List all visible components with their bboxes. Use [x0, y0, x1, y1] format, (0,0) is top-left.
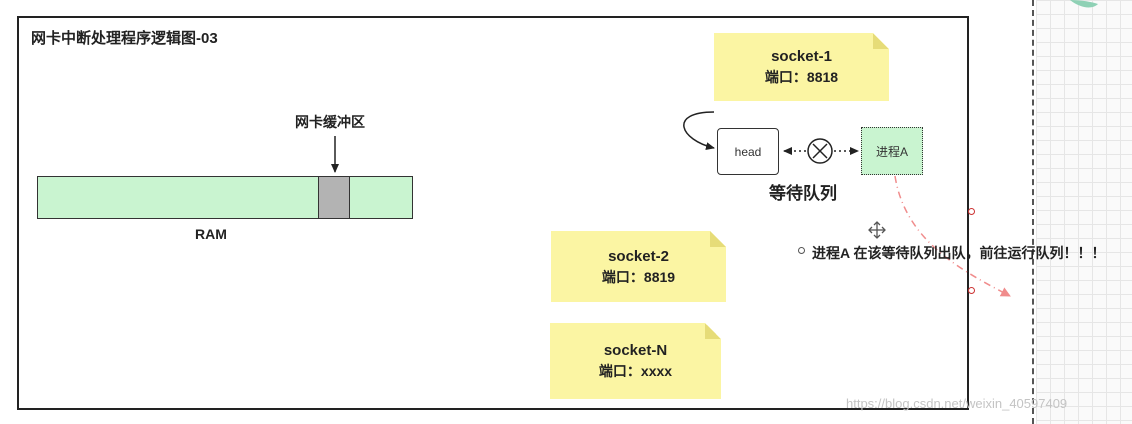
- wait-queue-label: 等待队列: [769, 184, 837, 203]
- queue-head-label: head: [734, 144, 762, 159]
- process-a-label: 进程A: [875, 144, 908, 159]
- dequeue-arrow: [894, 175, 1011, 297]
- decorative-leaf: [1070, 0, 1098, 8]
- move-cursor-icon: [868, 221, 886, 239]
- nic-buffer-label: 网卡缓冲区: [295, 114, 365, 130]
- selection-handle-top[interactable]: [968, 208, 975, 215]
- socket-n-name: socket-N: [603, 342, 668, 359]
- socket-n-port: 端口：xxxx: [598, 363, 673, 379]
- socket-2-note[interactable]: socket-2 端口：8819: [551, 231, 726, 302]
- canvas-grid-background: [1036, 0, 1132, 424]
- socket-1-note[interactable]: socket-1 端口：8818: [714, 33, 889, 101]
- dequeue-message: 进程A 在该等待队列出队，前往运行队列！！！: [812, 245, 1106, 261]
- socket-2-port: 端口：8819: [601, 268, 676, 285]
- diagram-title: 网卡中断处理程序逻辑图-03: [31, 30, 218, 47]
- message-bullet: [798, 247, 805, 254]
- socket-to-head-arrow: [683, 111, 715, 151]
- queue-head-node[interactable]: head: [717, 128, 779, 175]
- socket-2-name: socket-2: [608, 247, 669, 265]
- ram-bar[interactable]: [37, 176, 413, 219]
- selection-handle-bottom[interactable]: [968, 287, 975, 294]
- socket-1-name: socket-1: [771, 48, 832, 65]
- process-a-node[interactable]: 进程A: [861, 127, 923, 175]
- ram-label: RAM: [195, 226, 227, 242]
- watermark-text: https://blog.csdn.net/weixin_40597409: [846, 396, 1068, 411]
- nic-buffer-block[interactable]: [318, 176, 350, 219]
- socket-n-note[interactable]: socket-N 端口：xxxx: [550, 323, 721, 399]
- page-boundary-dashed-line: [1032, 0, 1034, 424]
- socket-1-port: 端口：8818: [764, 69, 839, 85]
